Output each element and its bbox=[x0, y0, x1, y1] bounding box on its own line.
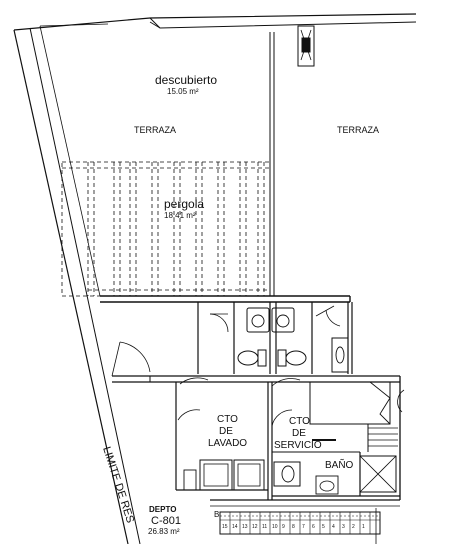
property-boundary bbox=[13, 13, 417, 544]
stair-step-number: 3 bbox=[342, 524, 345, 530]
descubierto-area: 15.05 m² bbox=[167, 87, 199, 96]
bottom-stair bbox=[210, 499, 400, 544]
stair-step-number: 11 bbox=[262, 524, 267, 530]
limite-label: LIMITE DE RES bbox=[100, 445, 136, 524]
stair-step-number: 7 bbox=[302, 524, 305, 530]
stair-b-label: B bbox=[214, 510, 219, 519]
pergola-area: 18.41 m² bbox=[164, 211, 196, 220]
cto-lavado-line1: CTO bbox=[217, 414, 238, 425]
stair-step-number: 10 bbox=[272, 524, 278, 530]
terraza-left-label: TERRAZA bbox=[134, 125, 176, 135]
stair-step-number: 15 bbox=[222, 524, 228, 530]
stair-step-number: 12 bbox=[252, 524, 258, 530]
descubierto-label: descubierto bbox=[155, 73, 217, 87]
service-bathroom-fixtures bbox=[273, 439, 397, 495]
upper-stair bbox=[309, 381, 405, 452]
stair-step-number: 5 bbox=[322, 524, 325, 530]
stair-step-number: 4 bbox=[332, 524, 335, 530]
upper-bathrooms bbox=[197, 302, 353, 374]
stair-step-number: 13 bbox=[242, 524, 248, 530]
stair-step-number: 14 bbox=[232, 524, 238, 530]
stair-step-number: 2 bbox=[352, 524, 355, 530]
stair-step-number: 8 bbox=[292, 524, 295, 530]
cto-lavado-line2: DE bbox=[219, 426, 233, 437]
terrace-divider bbox=[269, 32, 275, 296]
pergola-label: pergola bbox=[164, 197, 204, 211]
depto-label: DEPTO bbox=[149, 505, 176, 514]
depto-code: C-801 bbox=[151, 515, 181, 527]
stair-step-number: 6 bbox=[312, 524, 315, 530]
stair-step-number: 9 bbox=[282, 524, 285, 530]
depto-area: 26.83 m² bbox=[148, 527, 180, 536]
terraza-right-label: TERRAZA bbox=[337, 125, 379, 135]
stair-step-number: 1 bbox=[362, 524, 365, 530]
laundry-appliances bbox=[183, 459, 265, 491]
lower-level-walls bbox=[112, 375, 401, 500]
stair-step-numbers: 15 14 13 12 11 10 9 8 7 6 5 4 3 2 1 bbox=[222, 524, 365, 530]
terrace-wall bbox=[100, 295, 351, 303]
cto-servicio-line2: DE bbox=[292, 428, 306, 439]
cto-servicio-line1: CTO bbox=[289, 416, 310, 427]
pergola-structure bbox=[61, 161, 271, 297]
bano-label: BAÑO bbox=[325, 458, 354, 471]
lower-doors bbox=[111, 341, 301, 427]
cto-lavado-line3: LAVADO bbox=[208, 438, 247, 449]
vent-box bbox=[297, 25, 315, 67]
cto-servicio-line3: SERVICIO bbox=[274, 440, 322, 451]
